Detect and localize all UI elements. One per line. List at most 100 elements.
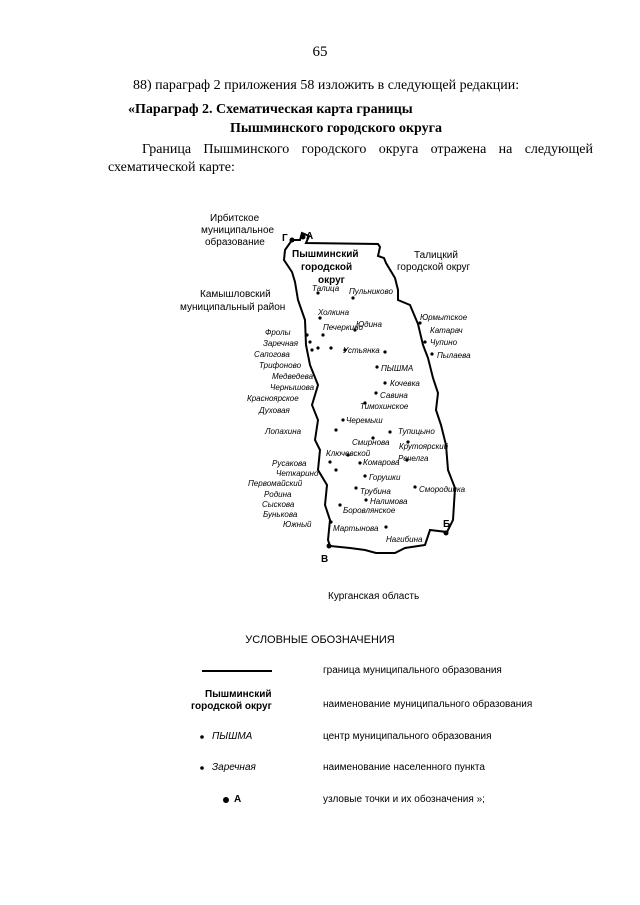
label-rechelga: Речелга (398, 454, 429, 463)
district-boundary (282, 231, 457, 554)
label-pylaeva: Пылаева (437, 351, 471, 360)
dot-yudina (353, 328, 357, 332)
neighbor-kurgan: Курганская область (328, 590, 419, 602)
label-cheremysh: Черемыш (346, 416, 383, 425)
label-chetkarino: Четкарино (276, 469, 319, 478)
dot-kochevka (383, 381, 387, 385)
dot-trubina (354, 486, 358, 490)
dot-pecherkino (321, 333, 325, 337)
label-trifonovo: Трифоново (259, 361, 302, 370)
legend-desc-name: наименование муниципального образования (323, 699, 533, 710)
neighbor-irbit-3: образование (205, 236, 265, 248)
label-rodina: Родина (264, 490, 292, 499)
dot-komarova (358, 461, 362, 465)
district-title-1: Пышминский (292, 249, 359, 260)
legend-desc-center: центр муниципального образования (323, 731, 492, 742)
legend-sample-name-1: Пышминский (205, 689, 272, 700)
label-ustyanka: Устьянка (342, 346, 380, 355)
label-smirnova: Смирнова (352, 438, 390, 447)
label-dukhovaya: Духовая (258, 406, 291, 415)
dot-sapogova (310, 348, 314, 352)
dot-timokhinskoe (363, 401, 367, 405)
node-label-g: Г (282, 233, 288, 244)
label-nalimova: Налимова (370, 497, 408, 506)
dot-nalimova (364, 498, 368, 502)
label-kholkina: Холкина (317, 308, 350, 317)
label-yuzhny: Южный (283, 520, 312, 529)
node-point-a (300, 234, 306, 240)
neighbor-talitsa-1: Талицкий (414, 250, 458, 261)
dot-nagibina (384, 525, 388, 529)
dot-gorushki (363, 474, 367, 478)
label-bunkova: Бунькова (263, 510, 298, 519)
label-krutoyarsky: Крутоярский (399, 442, 449, 451)
label-krasnoyarskoe: Красноярское (247, 394, 299, 403)
label-smorodinka: Смородинка (419, 485, 466, 494)
page-number: 65 (312, 44, 328, 60)
settlement-labels: Талица Пульниково Холкина Печеркино Юдин… (247, 284, 471, 544)
heading-line-2: Пышминского городского округа (230, 121, 443, 136)
legend-sample-name-2: городской округ (191, 701, 272, 712)
label-nagibina: Нагибина (386, 535, 423, 544)
label-zarechnaya: Заречная (263, 339, 299, 348)
dot-chetkarino (334, 468, 338, 472)
dot-ustyanka-2 (383, 350, 387, 354)
dot-yurmytskoe (418, 321, 422, 325)
label-medvedeva: Медведева (272, 372, 314, 381)
label-borovlyanskoe: Боровлянское (343, 506, 396, 515)
label-froly: Фролы (265, 328, 291, 337)
label-klyuchevskoy: Ключевской (326, 449, 371, 458)
label-pyshma: ПЫШМА (381, 364, 413, 373)
label-katarach: Катарач (430, 326, 463, 335)
district-title-3: округ (318, 275, 345, 286)
legend-sample-center: ПЫШМА (212, 731, 253, 742)
label-yudina: Юдина (356, 320, 382, 329)
dot-pyshma (375, 365, 379, 369)
settlement-dots (305, 291, 434, 529)
label-rusakova: Русакова (272, 459, 307, 468)
dot-medvedeva (329, 346, 333, 350)
legend-desc-boundary: граница муниципального образования (323, 665, 502, 676)
label-pervomaysky: Первомайский (248, 479, 303, 488)
dot-talitsa (316, 291, 320, 295)
dot-yuzhny (329, 520, 333, 524)
legend-settlement-dot (200, 766, 204, 770)
label-komarova: Комарова (363, 458, 400, 467)
dot-chupino (423, 340, 427, 344)
legend-desc-node: узловые точки и их обозначения »; (323, 794, 485, 805)
label-syskova: Сыскова (262, 500, 295, 509)
body-paragraph: Граница Пышминского городского округа от… (108, 142, 593, 175)
neighbor-irbit-1: Ирбитское (210, 212, 260, 224)
dot-kholkina (318, 316, 322, 320)
neighbor-kamyshlov-1: Камышловский (200, 289, 271, 300)
dot-tupitsyno (388, 430, 392, 434)
label-savina: Савина (380, 391, 408, 400)
dot-klyuchevskoy (346, 453, 350, 457)
dot-lopakhina (334, 428, 338, 432)
dot-rechelga (405, 458, 409, 462)
neighbor-irbit-2: муниципальное (201, 225, 275, 236)
legend-sample-settlement: Заречная (212, 762, 256, 773)
node-point-g (289, 237, 295, 243)
legend-center-dot (200, 735, 204, 739)
label-tupitsyno: Тупицыно (398, 427, 435, 436)
label-pecherkino: Печеркино (323, 323, 363, 332)
heading-line-1: «Параграф 2. Схематическая карта границы (128, 102, 413, 117)
label-pulnikovo: Пульниково (349, 287, 394, 296)
legend-title: УСЛОВНЫЕ ОБОЗНАЧЕНИЯ (245, 634, 395, 646)
dot-rusakova (328, 460, 332, 464)
dot-froly (305, 333, 309, 337)
label-sapogova: Сапогова (254, 350, 290, 359)
label-talitsa: Талица (312, 284, 340, 293)
district-title-2: городской (301, 262, 352, 273)
label-timokhinskoe: Тимохинское (360, 402, 409, 411)
node-label-b: Б (443, 519, 450, 530)
label-gorushki: Горушки (369, 473, 401, 482)
label-lopakhina: Лопахина (264, 427, 302, 436)
amendment-text: 88) параграф 2 приложения 58 изложить в … (133, 78, 520, 93)
dot-pylaeva (430, 352, 434, 356)
node-label-v: В (321, 554, 328, 565)
dot-trifonovo (316, 346, 320, 350)
label-chupino: Чупино (430, 338, 458, 347)
